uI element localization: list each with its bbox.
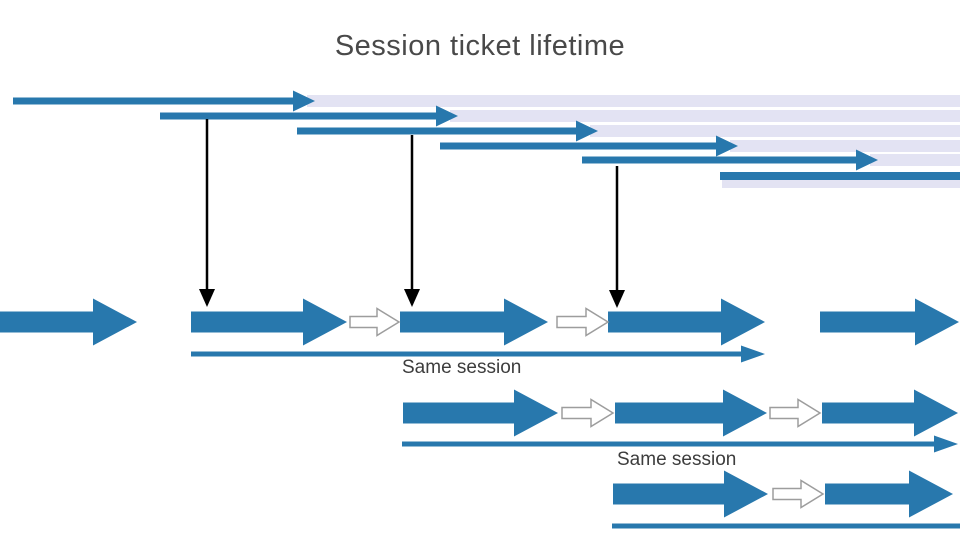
drop-arrow-head bbox=[199, 289, 215, 307]
session-arrow bbox=[615, 389, 767, 437]
same-session-span bbox=[402, 435, 958, 453]
ticket-arrow bbox=[440, 135, 738, 157]
ticket-arrow bbox=[13, 90, 315, 112]
resume-arrow bbox=[769, 398, 822, 428]
same-session-label: Same session bbox=[617, 449, 737, 470]
ticket-arrow bbox=[582, 149, 878, 171]
ticket-arrow bbox=[160, 105, 458, 127]
lifetime-band bbox=[870, 154, 960, 166]
same-session-span bbox=[191, 345, 765, 363]
session-arrow bbox=[822, 389, 958, 437]
resume-arrow bbox=[772, 479, 825, 509]
lifetime-band bbox=[590, 125, 960, 137]
drop-arrow-line bbox=[615, 166, 619, 290]
drop-arrow-head bbox=[609, 290, 625, 308]
drop-arrow-line bbox=[205, 119, 209, 289]
resume-arrow bbox=[556, 307, 610, 337]
ticket-arrow bbox=[297, 120, 598, 142]
lifetime-band bbox=[730, 140, 960, 152]
lifetime-band bbox=[450, 110, 960, 122]
session-arrow bbox=[191, 298, 347, 346]
ticket-arrow bbox=[720, 172, 960, 180]
slide-title: Session ticket lifetime bbox=[334, 30, 626, 62]
session-arrow bbox=[608, 298, 765, 346]
session-arrow bbox=[613, 470, 768, 518]
session-arrow bbox=[0, 298, 137, 346]
same-session-span bbox=[612, 523, 960, 529]
resume-arrow bbox=[561, 398, 615, 428]
session-arrow bbox=[400, 298, 548, 346]
session-arrow bbox=[820, 298, 959, 346]
session-arrow bbox=[403, 389, 558, 437]
same-session-label: Same session bbox=[402, 357, 522, 378]
drop-arrow-line bbox=[410, 135, 414, 289]
lifetime-band bbox=[307, 95, 960, 107]
drop-arrow-head bbox=[404, 289, 420, 307]
session-arrow bbox=[825, 470, 953, 518]
resume-arrow bbox=[349, 307, 401, 337]
